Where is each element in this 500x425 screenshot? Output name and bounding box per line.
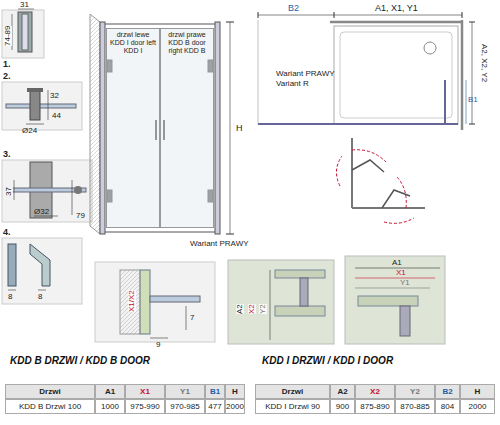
swing-diagram xyxy=(336,138,425,223)
detail-profile xyxy=(2,9,44,58)
table-cell: 1000 xyxy=(95,399,125,414)
table-cell: A2 xyxy=(330,384,355,399)
dimension: A2, X2, Y2 xyxy=(480,44,488,82)
detail-front xyxy=(345,256,445,344)
dimension: Y1 xyxy=(400,279,410,287)
door-panel: drzwi lewe KDD I door left KDD I xyxy=(106,28,160,228)
callout-number: 4. xyxy=(3,228,11,237)
table-title: KDD B DRZWI / KDD B DOOR xyxy=(10,356,150,366)
detail-side xyxy=(228,260,334,344)
table-cell: A1 xyxy=(95,384,125,399)
callout-number: 1. xyxy=(3,60,11,69)
dimension: 74-89 xyxy=(4,26,12,46)
table-cell: 477 xyxy=(205,399,225,414)
table-cell: 2000 xyxy=(460,399,495,414)
door-panel: drzwi prawe KDD B door right KDD B xyxy=(160,28,214,228)
table-cell: Drzwi xyxy=(5,384,95,399)
dimension: B2 xyxy=(288,4,299,13)
table-cell: Y2 xyxy=(395,384,435,399)
detail-hinge xyxy=(2,82,82,130)
table-title: KDD I DRZWI / KDD I DOOR xyxy=(262,356,393,366)
dimension: 7 xyxy=(190,314,194,322)
table-cell: 975-990 xyxy=(125,399,165,414)
table-cell: B1 xyxy=(205,384,225,399)
dimension: B1 xyxy=(468,96,478,104)
detail-wall-profile xyxy=(95,262,215,342)
table-cell: KDD I Drzwi 90 xyxy=(255,399,330,414)
dimension: Ø24 xyxy=(22,127,37,135)
table-cell: 870-885 xyxy=(395,399,435,414)
table-cell: 970-985 xyxy=(165,399,205,414)
table-cell: X2 xyxy=(355,384,395,399)
dimension: 8 xyxy=(8,293,12,301)
table-cell: 2000 xyxy=(225,399,245,414)
dimension: H xyxy=(236,124,243,133)
dimension: Ø32 xyxy=(34,208,49,216)
dimension: 37 xyxy=(5,187,13,196)
detail-handle xyxy=(2,160,92,222)
top-view xyxy=(258,12,475,130)
dimension: A1 xyxy=(392,259,402,267)
door-label: drzwi prawe KDD B door right KDD B xyxy=(161,29,213,57)
table-cell: H xyxy=(460,384,495,399)
table-cell: 900 xyxy=(330,399,355,414)
dimension: X1/X2 xyxy=(128,290,136,312)
dimension: 9 xyxy=(156,341,160,349)
table-cell: Drzwi xyxy=(255,384,330,399)
dimension: A2 xyxy=(236,304,244,314)
table-cell: Y1 xyxy=(165,384,205,399)
dimension: Y2 xyxy=(259,304,267,314)
front-elevation xyxy=(90,14,234,234)
door-label: drzwi lewe KDD I door left KDD I xyxy=(107,29,159,57)
dimension: A1, X1, Y1 xyxy=(375,4,418,13)
dimension: 32 xyxy=(50,92,59,100)
table-cell: H xyxy=(225,384,245,399)
dimension: X2 xyxy=(248,304,256,314)
table-cell: 804 xyxy=(435,399,460,414)
dimension: 79 xyxy=(76,212,85,220)
callout-number: 3. xyxy=(3,150,11,159)
variant-label: Variant R xyxy=(276,80,309,88)
dimension: 8 xyxy=(38,293,42,301)
callout-number: 2. xyxy=(3,72,11,81)
table-cell: 875-890 xyxy=(355,399,395,414)
table-cell: KDD B Drzwi 100 xyxy=(5,399,95,414)
dimension: 31 xyxy=(20,1,29,9)
detail-seal xyxy=(2,238,82,304)
dimension: 44 xyxy=(52,112,61,120)
dimension: X1 xyxy=(396,269,406,277)
variant-label: Wariant PRAWY xyxy=(190,240,249,248)
variant-label: Wariant PRAWY xyxy=(276,70,335,78)
table-cell: B2 xyxy=(435,384,460,399)
table-cell: X1 xyxy=(125,384,165,399)
